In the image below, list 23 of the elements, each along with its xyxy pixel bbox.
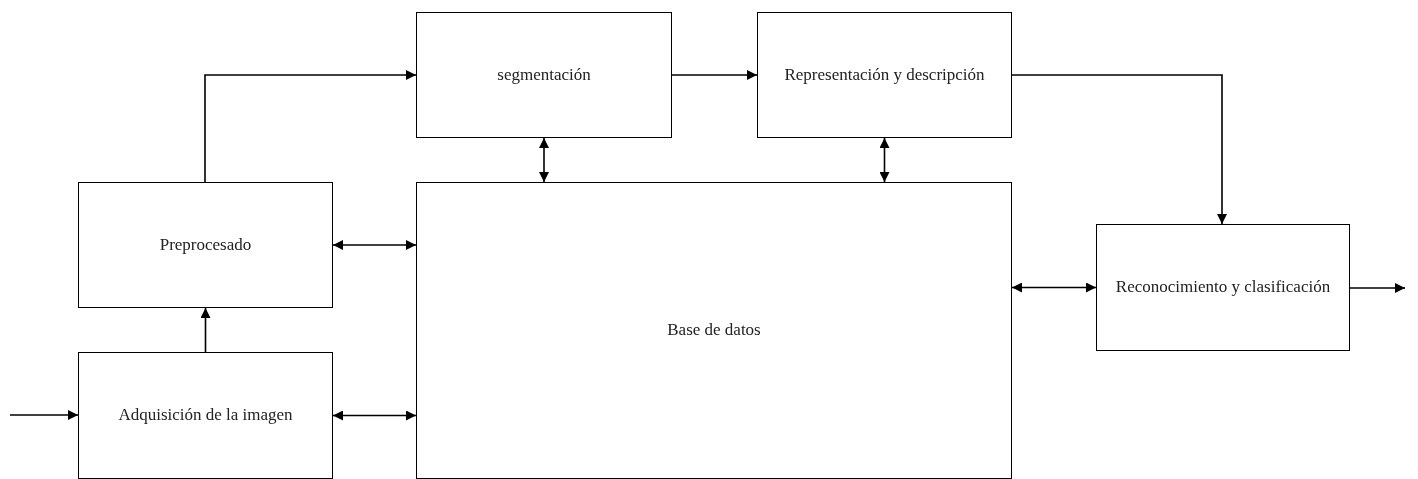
arrow bbox=[879, 137, 890, 183]
box-label: Reconocimiento y clasificación bbox=[1114, 276, 1332, 299]
arrow bbox=[671, 70, 758, 80]
arrow bbox=[200, 307, 211, 353]
process-box bbox=[416, 182, 1012, 479]
box-label: Adquisición de la imagen bbox=[117, 404, 294, 427]
process-box bbox=[416, 12, 672, 138]
box-label: Preprocesado bbox=[158, 233, 253, 256]
process-box bbox=[78, 182, 333, 308]
arrow bbox=[1011, 74, 1227, 225]
arrow bbox=[332, 240, 417, 250]
arrow bbox=[204, 70, 417, 183]
arrow bbox=[332, 410, 417, 421]
arrow bbox=[1349, 283, 1406, 293]
box-label: Base de datos bbox=[666, 319, 762, 342]
box-label: segmentación bbox=[496, 63, 592, 86]
arrow bbox=[1011, 282, 1097, 293]
process-box bbox=[1096, 224, 1350, 351]
arrow bbox=[9, 410, 79, 420]
process-box bbox=[78, 352, 333, 479]
process-box bbox=[757, 12, 1012, 138]
box-label: Representación y descripción bbox=[783, 63, 986, 86]
arrow bbox=[539, 137, 549, 183]
